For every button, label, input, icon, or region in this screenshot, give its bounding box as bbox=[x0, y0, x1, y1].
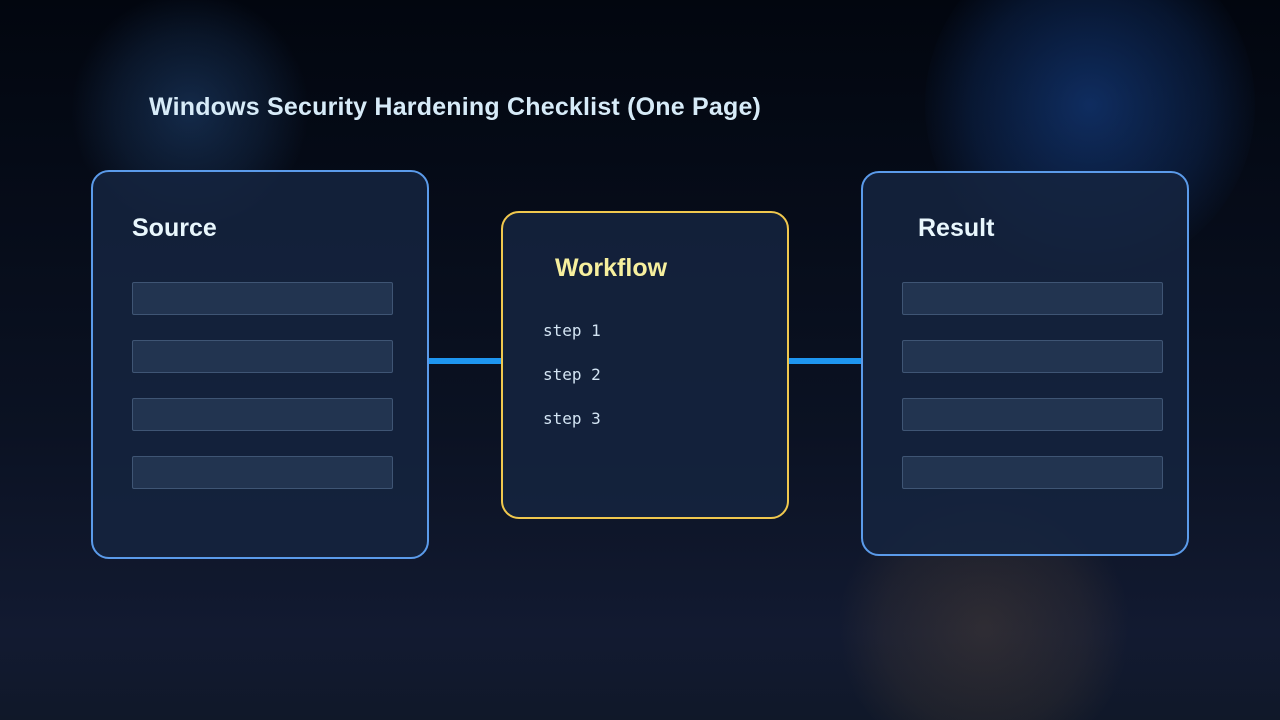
source-panel: Source bbox=[91, 170, 429, 559]
workflow-panel: Workflow step 1 step 2 step 3 bbox=[501, 211, 789, 519]
result-panel-title: Result bbox=[918, 214, 995, 242]
connector-workflow-to-result bbox=[787, 358, 863, 364]
source-panel-title: Source bbox=[132, 214, 217, 242]
workflow-step: step 3 bbox=[543, 409, 601, 428]
workflow-step: step 1 bbox=[543, 321, 601, 340]
placeholder-row bbox=[132, 282, 393, 315]
placeholder-row bbox=[132, 340, 393, 373]
placeholder-row bbox=[902, 340, 1163, 373]
workflow-panel-title: Workflow bbox=[555, 254, 668, 282]
placeholder-row bbox=[132, 456, 393, 489]
placeholder-row bbox=[902, 398, 1163, 431]
result-panel: Result bbox=[861, 171, 1189, 556]
placeholder-row bbox=[902, 282, 1163, 315]
source-placeholder-rows bbox=[132, 282, 393, 514]
placeholder-row bbox=[902, 456, 1163, 489]
placeholder-row bbox=[132, 398, 393, 431]
connector-source-to-workflow bbox=[429, 358, 503, 364]
page-title: Windows Security Hardening Checklist (On… bbox=[149, 93, 762, 121]
workflow-step: step 2 bbox=[543, 365, 601, 384]
result-placeholder-rows bbox=[902, 282, 1163, 514]
